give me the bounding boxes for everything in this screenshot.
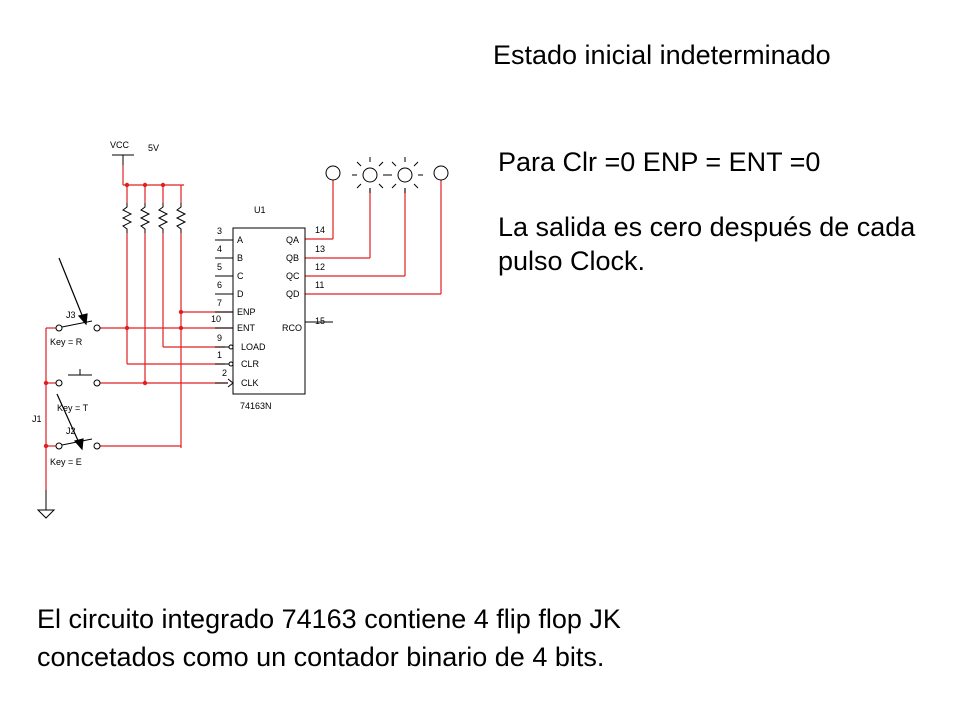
- slide-title: Estado inicial indeterminado: [493, 40, 831, 70]
- pin-number-c: 5: [217, 262, 222, 272]
- pin-number-load: 9: [217, 333, 222, 343]
- pin-number-rco: 15: [315, 316, 325, 326]
- right-pin-numbers: 14 13 12 11 15: [315, 225, 325, 326]
- pin-number-qc: 12: [315, 262, 325, 272]
- pin-name-rco: RCO: [282, 323, 302, 333]
- vcc-label: VCC: [110, 140, 130, 150]
- result-text: La salida es cero después de cada pulso …: [498, 212, 916, 276]
- junction-dots: [43, 182, 184, 449]
- ground-symbol: [36, 490, 56, 519]
- pin-number-clk: 2: [222, 368, 227, 378]
- pin-name-qb: QB: [286, 253, 299, 263]
- red-wiring: [45, 165, 442, 490]
- switch-j3: [55, 320, 101, 332]
- output-lamps: [325, 165, 449, 183]
- pin-number-ent: 10: [211, 314, 221, 324]
- pin-number-a: 3: [217, 226, 222, 236]
- left-pin-numbers: 3 4 5 6 7 10 9 1 2: [211, 226, 227, 378]
- condition-text: Para Clr =0 ENP = ENT =0: [498, 147, 821, 177]
- pin-number-b: 4: [217, 244, 222, 254]
- vcc-supply: [112, 154, 134, 165]
- footer-line-2: concetados como un contador binario de 4…: [37, 642, 605, 672]
- switch-j3-ref: J3: [66, 310, 76, 320]
- pin-name-enp: ENP: [237, 307, 256, 317]
- lamp-rays: [352, 157, 423, 193]
- pin-name-qc: QC: [286, 271, 300, 281]
- pin-name-ent: ENT: [237, 323, 256, 333]
- right-pin-names: QA QB QC QD RCO: [282, 235, 302, 333]
- pin-name-qd: QD: [286, 289, 300, 299]
- pin-number-qb: 13: [315, 244, 325, 254]
- switch-j1-ref: J1: [32, 414, 42, 424]
- switch-j1-key: Key = T: [57, 403, 89, 413]
- pullup-resistors: [121, 203, 187, 233]
- switch-j1: [55, 369, 101, 387]
- switch-j3-key: Key = R: [50, 337, 83, 347]
- left-pin-names: A B C D ENP ENT LOAD CLR CLK: [237, 235, 266, 388]
- pin-name-b: B: [237, 253, 243, 263]
- pin-number-qd: 11: [315, 280, 324, 290]
- footer-line-1: El circuito integrado 74163 contiene 4 f…: [37, 604, 621, 634]
- pin-number-d: 6: [217, 280, 222, 290]
- pin-name-qa: QA: [286, 235, 299, 245]
- footer-text: El circuito integrado 74163 contiene 4 f…: [37, 600, 917, 676]
- pin-number-enp: 7: [217, 298, 222, 308]
- lamp-qc: [397, 167, 413, 183]
- pin-name-c: C: [237, 271, 244, 281]
- pointer-arrows: [56, 257, 88, 451]
- pin-name-d: D: [237, 289, 244, 299]
- pin-number-clr: 1: [217, 350, 222, 360]
- chip-part: 74163N: [240, 401, 272, 411]
- lamp-qb: [362, 167, 378, 183]
- pin-name-clr: CLR: [241, 359, 260, 369]
- switch-j2-ref: J2: [66, 426, 76, 436]
- lamp-qa: [325, 165, 341, 181]
- switch-j2-key: Key = E: [50, 457, 82, 467]
- pin-number-qa: 14: [315, 225, 325, 235]
- pin-name-clk: CLK: [241, 378, 259, 388]
- left-pin-stubs: [215, 239, 234, 388]
- pin-name-a: A: [237, 235, 243, 245]
- voltage-label: 5V: [148, 143, 159, 153]
- chip-body: [232, 227, 306, 395]
- lamp-qd: [433, 165, 449, 181]
- pin-name-load: LOAD: [241, 342, 266, 352]
- chip-ref: U1: [254, 205, 266, 215]
